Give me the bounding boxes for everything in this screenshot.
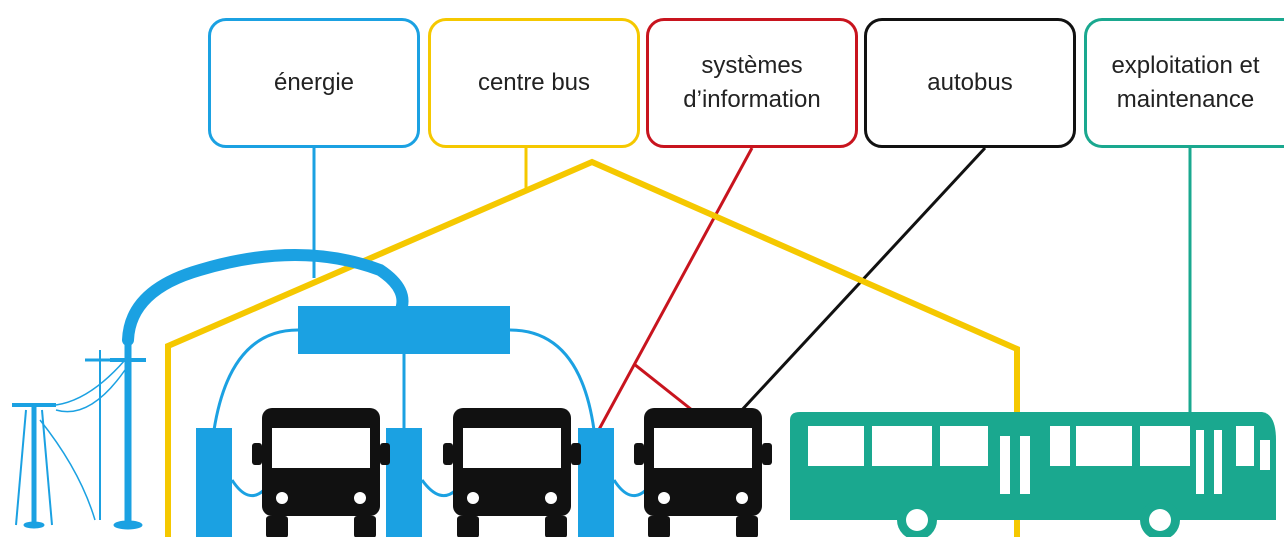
label-box-exploitation: exploitation et maintenance bbox=[1084, 18, 1284, 148]
bus-front-icon bbox=[252, 408, 772, 537]
label-energie: énergie bbox=[273, 69, 355, 96]
power-pylon-icon bbox=[12, 340, 146, 530]
label-autobus: autobus bbox=[927, 69, 1013, 96]
connector-systemes-branch bbox=[633, 362, 693, 412]
charger-cabinet-icon bbox=[196, 428, 614, 537]
label-systemes-information: systèmes d’information bbox=[683, 52, 821, 113]
connector-systemes bbox=[594, 147, 754, 436]
charging-pantograph-icon bbox=[122, 249, 409, 346]
cable-right bbox=[509, 328, 596, 431]
articulated-bus-icon bbox=[790, 412, 1276, 537]
label-centre-bus: centre bus bbox=[477, 69, 591, 96]
label-box-autobus: autobus bbox=[864, 18, 1076, 148]
distribution-box bbox=[298, 306, 510, 354]
label-box-systemes-information: systèmes d’information bbox=[646, 18, 858, 148]
label-exploitation: exploitation et maintenance bbox=[1111, 52, 1260, 113]
cable-left bbox=[212, 328, 299, 431]
label-box-energie: énergie bbox=[208, 18, 420, 148]
label-box-centre-bus: centre bus bbox=[428, 18, 640, 148]
depot-building-icon bbox=[165, 158, 1020, 537]
